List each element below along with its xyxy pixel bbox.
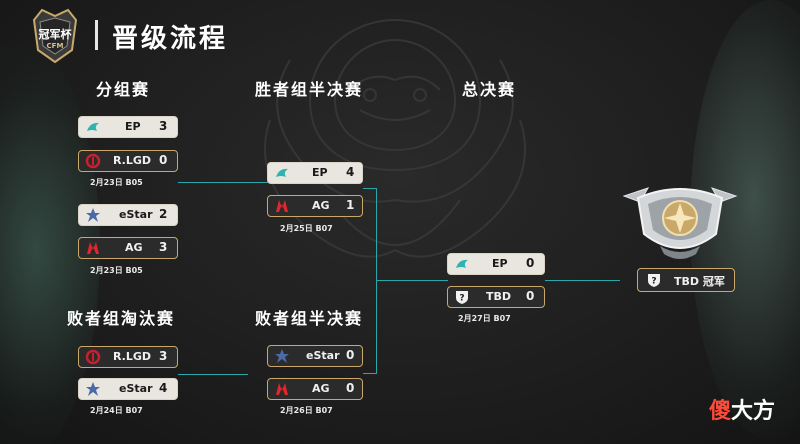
match-g1-team-a[interactable]: EP 3 bbox=[78, 116, 178, 138]
team-score: 0 bbox=[346, 381, 355, 395]
champion-slot[interactable]: ? TBD 冠军 bbox=[637, 268, 735, 292]
team-name: eStar bbox=[119, 208, 153, 221]
team-name: AG bbox=[125, 241, 143, 254]
connector-line bbox=[376, 280, 448, 281]
cup-logo-text: 冠军杯 bbox=[38, 28, 72, 41]
title-divider bbox=[95, 20, 98, 50]
match-le-team-b[interactable]: eStar 4 bbox=[78, 378, 178, 400]
ag-team-logo-icon bbox=[276, 200, 288, 212]
team-name: AG bbox=[312, 382, 330, 395]
match-final-team-b[interactable]: ? TBD 0 bbox=[447, 286, 545, 308]
svg-text:?: ? bbox=[459, 294, 464, 304]
cup-logo-icon bbox=[32, 8, 78, 64]
stage-label-final: 总决赛 bbox=[462, 80, 517, 99]
team-name: EP bbox=[492, 257, 508, 270]
ag-team-logo-icon bbox=[276, 383, 288, 395]
team-score: 2 bbox=[159, 207, 168, 221]
team-score: 4 bbox=[346, 165, 355, 179]
match-ls-team-a[interactable]: eStar 0 bbox=[267, 345, 363, 367]
team-score: 0 bbox=[346, 348, 355, 362]
svg-text:?: ? bbox=[651, 277, 656, 287]
connector-line bbox=[363, 188, 377, 189]
unknown-team-shield-icon: ? bbox=[648, 274, 660, 287]
match-final-info: 2月27日 B07 bbox=[458, 314, 511, 323]
team-name: R.LGD bbox=[113, 350, 152, 363]
stage-label-losers-elim: 败者组淘汰赛 bbox=[67, 309, 176, 328]
ep-team-logo-icon bbox=[456, 259, 468, 268]
ep-team-logo-icon bbox=[87, 122, 99, 131]
team-score: 3 bbox=[159, 119, 168, 133]
stage-label-winners-semi: 胜者组半决赛 bbox=[255, 80, 364, 99]
watermark-text-a: 傻 bbox=[709, 399, 732, 424]
match-ls-info: 2月26日 B07 bbox=[280, 406, 333, 415]
estar-team-logo-icon bbox=[86, 208, 100, 222]
team-score: 0 bbox=[526, 289, 535, 303]
estar-team-logo-icon bbox=[275, 349, 289, 363]
rlgd-team-logo-icon bbox=[85, 153, 101, 169]
match-g1-info: 2月23日 B05 bbox=[90, 178, 143, 187]
cup-logo-sub: CFM bbox=[46, 42, 64, 50]
team-score: 0 bbox=[526, 256, 535, 270]
estar-team-logo-icon bbox=[86, 382, 100, 396]
team-score: 1 bbox=[346, 198, 355, 212]
stage-label-groups: 分组赛 bbox=[96, 80, 151, 99]
match-ws-team-a[interactable]: EP 4 bbox=[267, 162, 363, 184]
match-final-team-a[interactable]: EP 0 bbox=[447, 253, 545, 275]
match-g2-team-a[interactable]: eStar 2 bbox=[78, 204, 178, 226]
team-name: eStar bbox=[119, 382, 153, 395]
ep-team-logo-icon bbox=[276, 168, 288, 177]
match-g2-team-b[interactable]: AG 3 bbox=[78, 237, 178, 259]
match-ls-team-b[interactable]: AG 0 bbox=[267, 378, 363, 400]
team-name: EP bbox=[125, 120, 141, 133]
rlgd-team-logo-icon bbox=[85, 349, 101, 365]
connector-line bbox=[178, 182, 268, 183]
match-ws-info: 2月25日 B07 bbox=[280, 224, 333, 233]
match-ws-team-b[interactable]: AG 1 bbox=[267, 195, 363, 217]
connector-line bbox=[545, 280, 620, 281]
match-le-info: 2月24日 B07 bbox=[90, 406, 143, 415]
unknown-team-shield-icon: ? bbox=[456, 291, 468, 304]
ag-team-logo-icon bbox=[87, 242, 99, 254]
team-score: 4 bbox=[159, 381, 168, 395]
stage-label-losers-semi: 败者组半决赛 bbox=[255, 309, 364, 328]
trophy-icon bbox=[622, 187, 738, 259]
champion-label: TBD 冠军 bbox=[674, 275, 725, 288]
match-g1-team-b[interactable]: R.LGD 0 bbox=[78, 150, 178, 172]
match-le-team-a[interactable]: R.LGD 3 bbox=[78, 346, 178, 368]
team-name: AG bbox=[312, 199, 330, 212]
team-score: 0 bbox=[159, 153, 168, 167]
dragon-emblem-background bbox=[264, 18, 526, 258]
team-name: EP bbox=[312, 166, 328, 179]
page-title: 晋级流程 bbox=[112, 24, 229, 54]
team-name: eStar bbox=[306, 349, 340, 362]
team-score: 3 bbox=[159, 349, 168, 363]
connector-line bbox=[363, 373, 377, 374]
team-name: R.LGD bbox=[113, 154, 152, 167]
watermark-logo: 傻大方 bbox=[709, 393, 775, 425]
team-name: TBD bbox=[486, 290, 512, 303]
match-g2-info: 2月23日 B05 bbox=[90, 266, 143, 275]
connector-line bbox=[178, 374, 248, 375]
team-score: 3 bbox=[159, 240, 168, 254]
watermark-text-b: 大方 bbox=[731, 399, 776, 424]
